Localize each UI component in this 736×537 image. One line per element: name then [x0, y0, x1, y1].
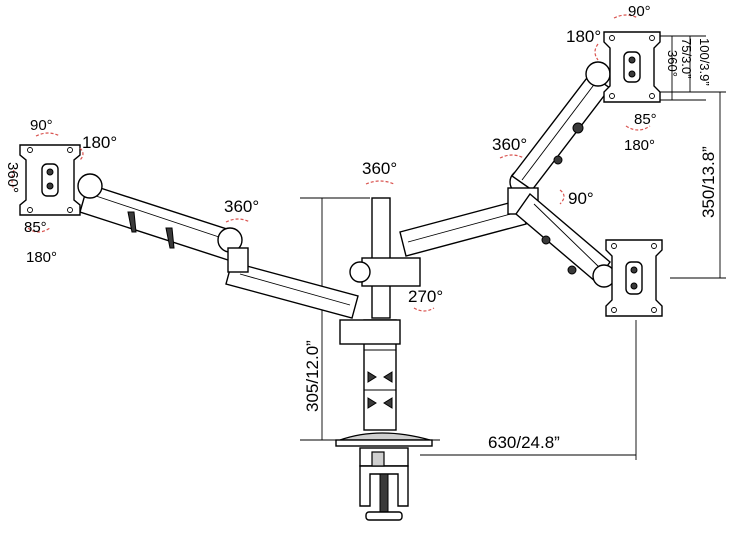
label-vesa-100: 100/3.9”	[697, 38, 712, 86]
rotation-arcs	[11, 14, 651, 312]
label-right-top-180: 180°	[566, 27, 601, 46]
left-vesa-plate	[19, 144, 81, 216]
right-top-vesa-plate	[603, 31, 661, 103]
label-left-180: 180°	[82, 133, 117, 152]
label-right-arm-360: 360°	[492, 135, 527, 154]
label-center-270: 270°	[408, 287, 443, 306]
left-arm	[77, 173, 401, 345]
label-vesa-360: 360°	[665, 50, 680, 77]
label-pole-top-360: 360°	[362, 159, 397, 178]
dim-right-height: 350/13.8”	[699, 146, 718, 218]
label-right-85: 85°	[634, 111, 657, 128]
right-arm	[349, 61, 616, 288]
dim-pole-height: 305/12.0”	[303, 340, 322, 412]
desk-clamp	[359, 447, 409, 521]
dim-width-span: 630/24.8”	[488, 433, 560, 452]
label-right-arm-90: 90°	[568, 189, 594, 208]
label-left-top-90: 90°	[30, 117, 53, 134]
label-left-85: 85°	[24, 219, 47, 236]
label-right-top-90: 90°	[628, 3, 651, 20]
dimension-labels: 305/12.0” 630/24.8” 350/13.8”	[303, 146, 718, 452]
angle-labels: 90° 180° 360° 85° 180° 360° 360° 270° 36…	[4, 3, 712, 306]
label-right-bottom-180: 180°	[624, 137, 655, 154]
right-bottom-vesa-plate	[605, 239, 663, 317]
label-left-bottom-180: 180°	[26, 249, 57, 266]
dimension-lines	[300, 35, 726, 460]
label-left-arm-360: 360°	[224, 197, 259, 216]
label-vesa-75: 75/3.0”	[679, 38, 694, 78]
label-left-360: 360°	[4, 162, 21, 193]
